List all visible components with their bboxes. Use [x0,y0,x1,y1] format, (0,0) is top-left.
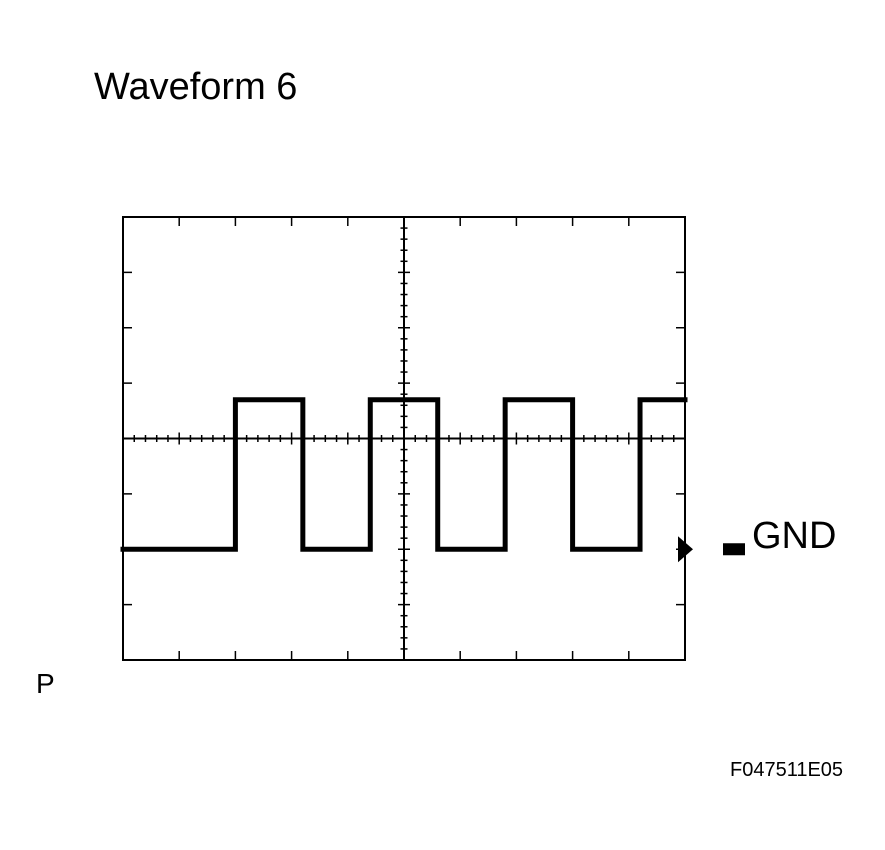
ground-arrow-tail [723,543,745,556]
ground-arrow-head [678,536,693,563]
waveform-line [120,397,688,552]
side-label: P [36,668,55,699]
ground-label: GND [752,515,837,557]
chart-marker-layer [678,536,745,563]
chart-title: Waveform 6 [94,66,298,108]
chart-series-layer [120,397,688,552]
figure-id: F047511E05 [730,759,844,781]
